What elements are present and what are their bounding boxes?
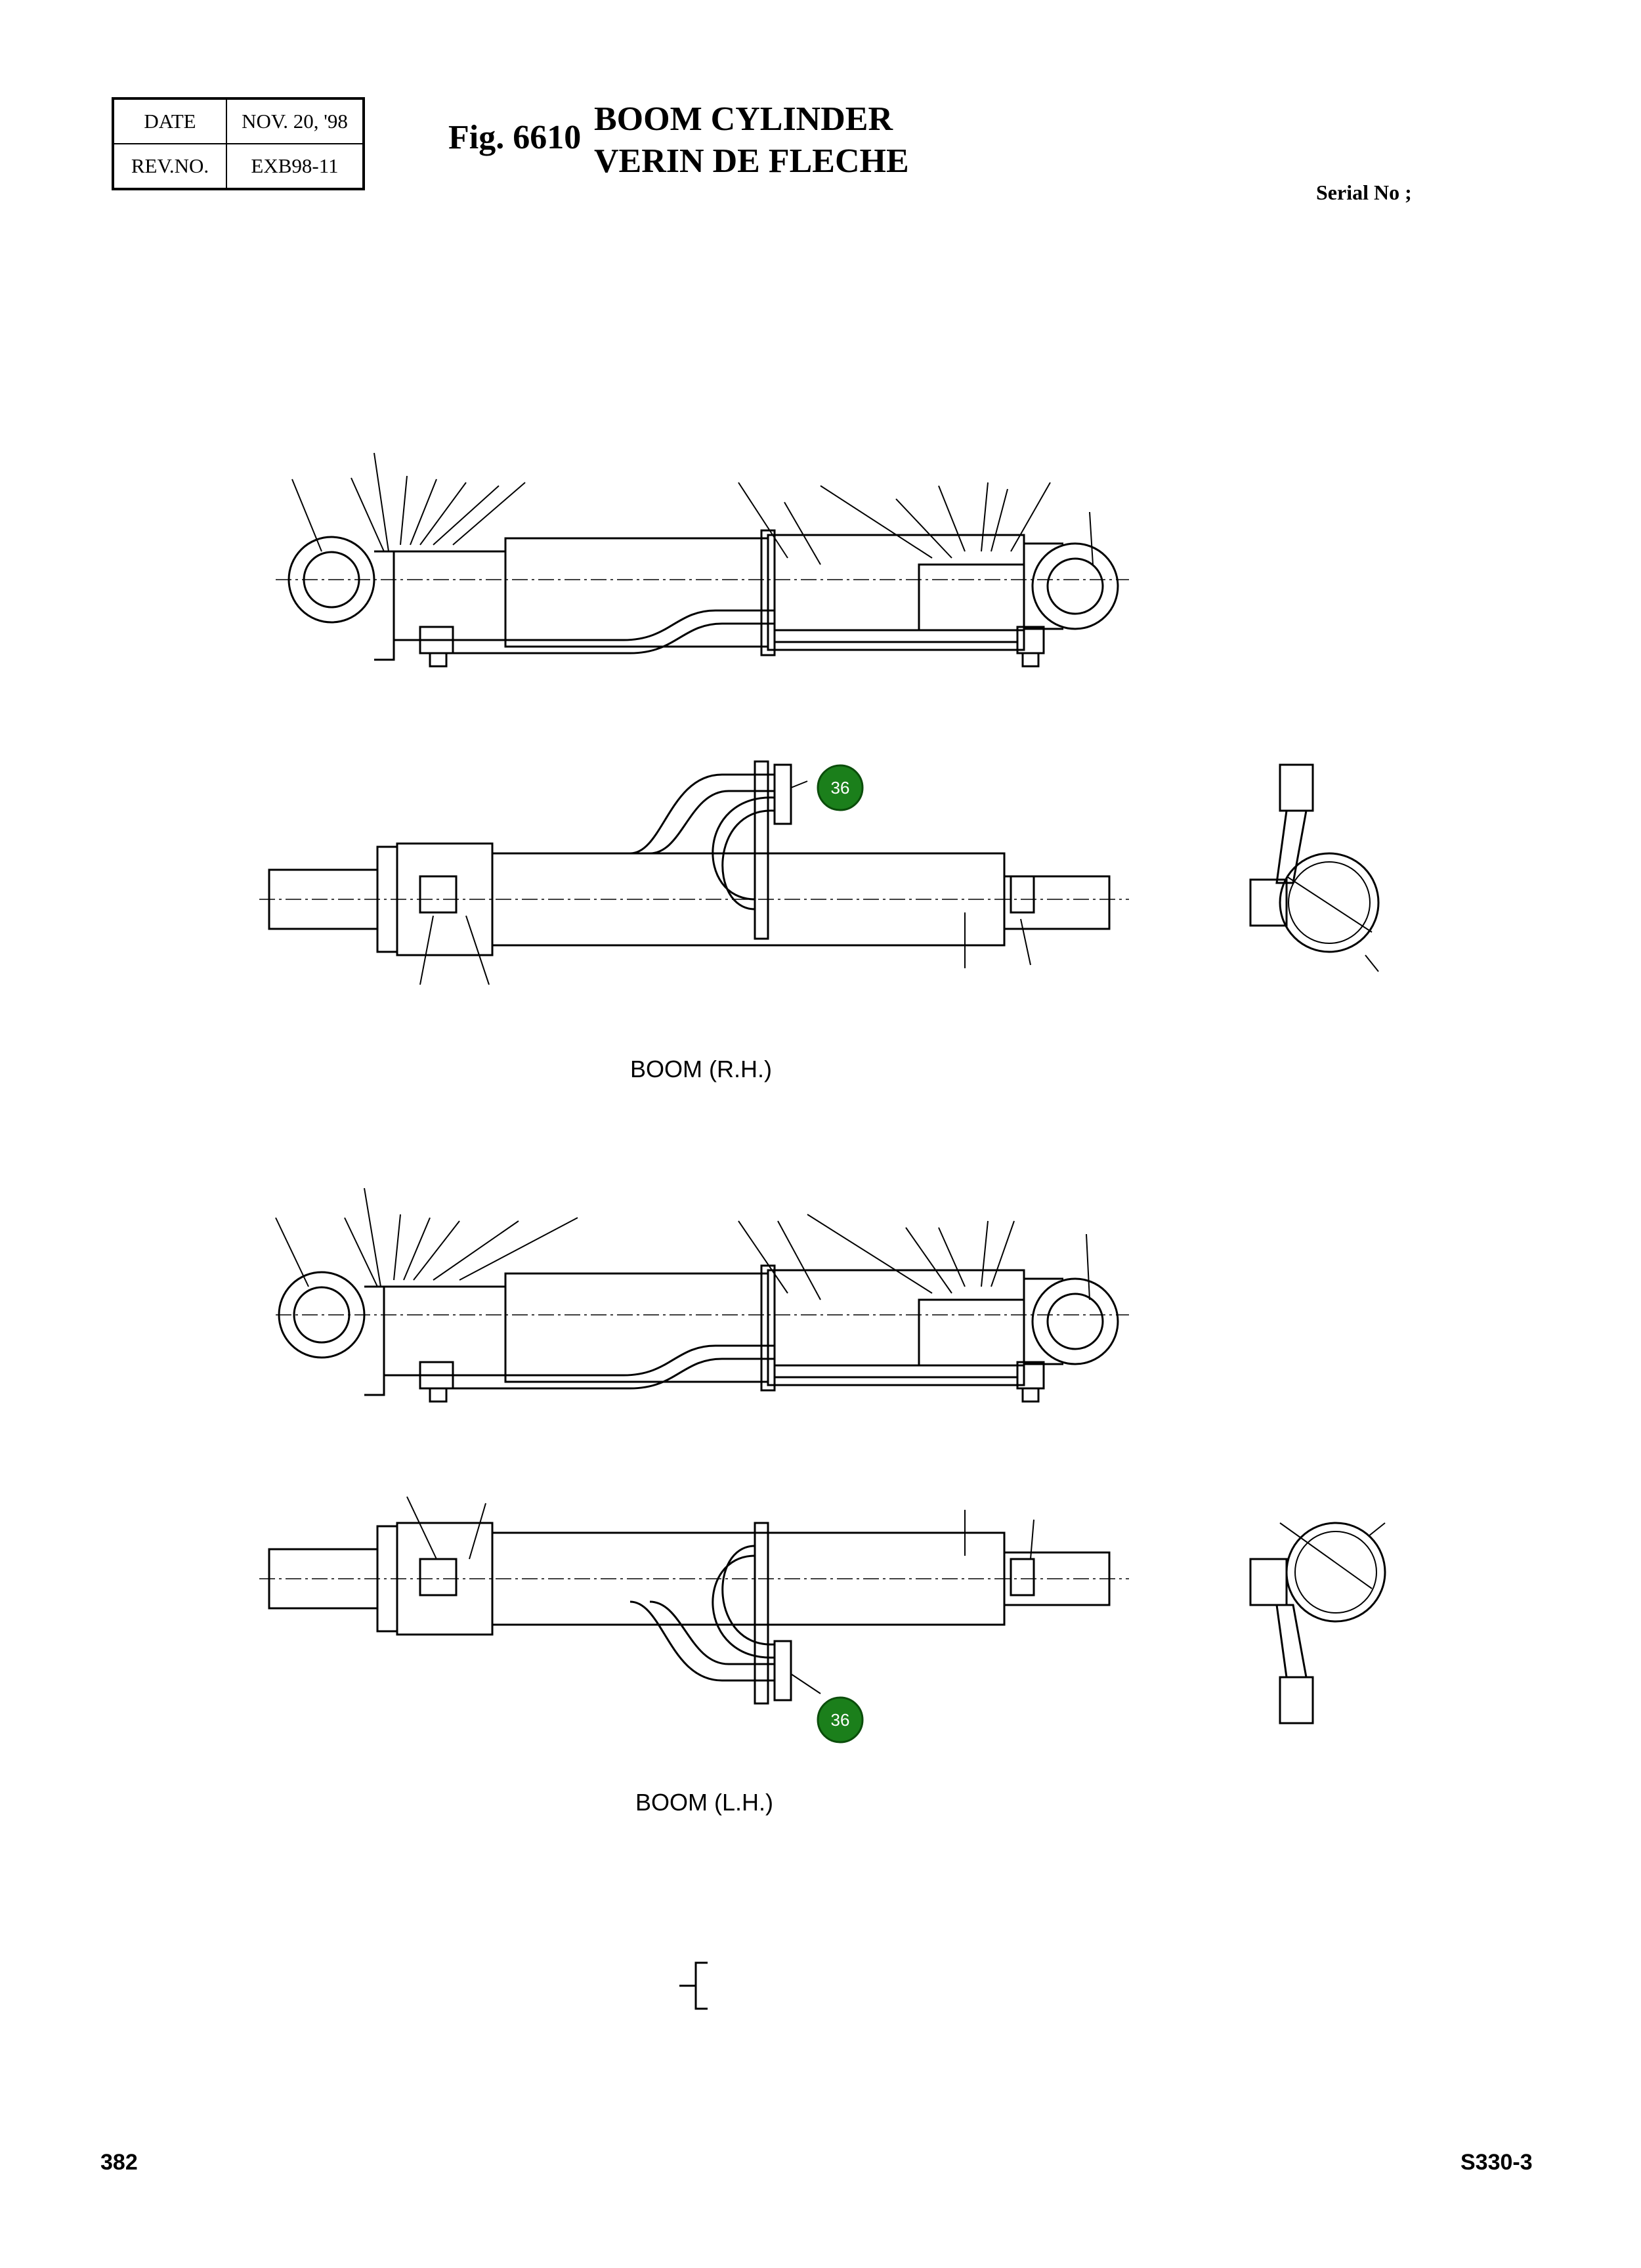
rh-top-view: 36 — [259, 760, 1129, 985]
figure-number: Fig. 6610 — [448, 119, 582, 156]
caption-boom-rh: BOOM (R.H.) — [630, 1056, 772, 1082]
caption-boom-lh: BOOM (L.H.) — [635, 1789, 774, 1816]
callout-rh-label: 36 — [831, 778, 850, 798]
date-label: DATE — [112, 98, 227, 144]
serial-number-label: Serial No ; — [1316, 181, 1412, 204]
title-english: BOOM CYLINDER — [594, 100, 893, 138]
bracket-note — [679, 1961, 708, 2010]
lh-end-view — [1249, 1522, 1386, 1724]
revision-table: DATE NOV. 20, '98 REV.NO. EXB98-11 — [112, 97, 365, 190]
rh-side-view — [276, 452, 1129, 668]
rev-value: EXB98-11 — [226, 143, 364, 190]
rev-label: REV.NO. — [112, 143, 227, 190]
figure-title: BOOM CYLINDER VERIN DE FLECHE — [594, 98, 909, 182]
title-french: VERIN DE FLECHE — [594, 142, 909, 180]
callout-badge-lh: 36 — [817, 1696, 864, 1744]
lh-top-view: 36 — [259, 1496, 1129, 1744]
page-number: 382 — [100, 2150, 138, 2175]
model-number: S330-3 — [1460, 2150, 1533, 2175]
date-value: NOV. 20, '98 — [226, 98, 364, 144]
callout-lh-label: 36 — [831, 1710, 850, 1730]
lh-side-view — [275, 1187, 1129, 1403]
callout-badge-rh: 36 — [817, 764, 864, 811]
rh-end-view — [1249, 763, 1380, 972]
